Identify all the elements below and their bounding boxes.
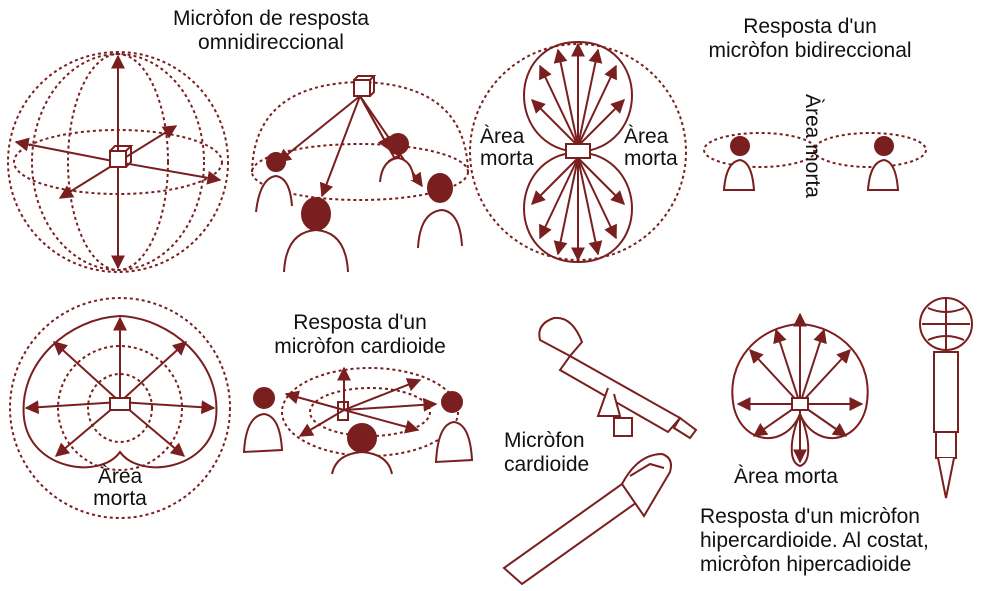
cardioid-mic-line2: cardioide (504, 453, 590, 476)
cardioid-handheld-microphone (502, 452, 672, 586)
cardioid-group-scene (242, 366, 474, 475)
person-front (283, 197, 349, 273)
person-cardioid-center (331, 423, 393, 475)
person-bidi-right (866, 136, 900, 191)
bidi-title-line2: micròfon bidireccional (708, 39, 912, 62)
person-cardioid-right (434, 391, 474, 464)
omni-title-line1: Micròfon de resposta (172, 7, 370, 30)
hypercardioid-pattern (731, 312, 869, 468)
omnidirectional-group-scene (251, 75, 469, 273)
bidi-dead-right-line2: morta (624, 147, 678, 170)
bidi-title-line1: Resposta d'un (743, 15, 877, 38)
hyper-caption-line2: hipercardioide. Al costat, (700, 529, 929, 552)
person-right-back (379, 133, 415, 183)
bidi-dead-left-line2: morta (480, 147, 534, 170)
hyper-caption-line1: Resposta d'un micròfon (700, 505, 920, 528)
cardioid-pattern (9, 297, 231, 519)
bidirectional-interview-scene (703, 132, 927, 191)
bidi-dead-left-line1: Àrea (480, 125, 525, 148)
hyper-dead-label: Àrea morta (734, 465, 838, 488)
hypercardioid-microphone (919, 297, 973, 499)
person-bidi-left (722, 136, 756, 191)
omni-title-line2: omnidireccional (198, 31, 344, 54)
cardioid-mic-line1: Micròfon (504, 429, 585, 452)
cardioid-dead-line1: Àrea (97, 465, 143, 488)
person-cardioid-left (242, 387, 284, 454)
cardioid-title-line1: Resposta d'un (293, 311, 427, 334)
bidi-dead-right-line1: Àrea (624, 125, 669, 148)
person-right-front (417, 173, 463, 249)
cardioid-dead-line2: morta (93, 487, 147, 510)
cardioid-title-line2: micròfon cardioide (274, 335, 446, 358)
hyper-caption-line3: micròfon hipercadioide (700, 553, 912, 576)
cardioid-microphone-stand (538, 316, 698, 440)
bidi-dead-vertical: Àrea morta (801, 94, 824, 198)
person-left (255, 152, 293, 213)
omnidirectional-sphere (7, 51, 229, 273)
bidirectional-pattern (469, 40, 687, 264)
